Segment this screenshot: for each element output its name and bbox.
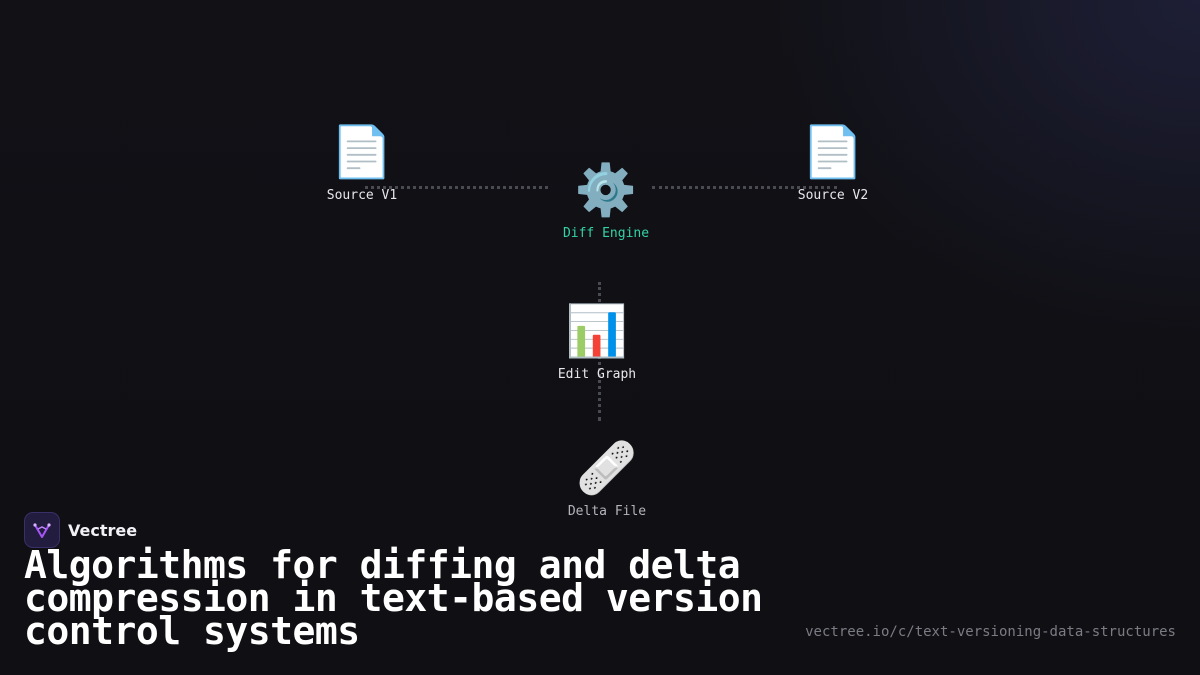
vectree-logo-icon <box>24 512 60 548</box>
node-source-v1: 📄 Source V1 <box>282 124 442 203</box>
edge-edit-graph-to-delta-file <box>598 355 601 421</box>
node-label: Source V2 <box>797 188 869 203</box>
page-title: Algorithms for diffing and delta compres… <box>24 543 763 653</box>
node-label: Source V1 <box>326 188 398 203</box>
document-icon: 📄 <box>801 123 865 181</box>
node-label: Diff Engine <box>562 226 650 241</box>
node-diff-engine: ⚙️ Diff Engine <box>526 162 686 241</box>
bandage-icon: 🩹 <box>575 439 639 497</box>
edge-source-v1-to-diff-engine <box>365 186 548 189</box>
node-label: Delta File <box>567 504 647 519</box>
bar-chart-icon: 📊 <box>565 302 629 360</box>
node-label: Edit Graph <box>557 367 637 382</box>
document-icon: 📄 <box>330 123 394 181</box>
edge-source-v2-to-diff-engine <box>652 186 837 189</box>
node-edit-graph: 📊 Edit Graph <box>517 303 677 382</box>
node-source-v2: 📄 Source V2 <box>753 124 913 203</box>
node-delta-file: 🩹 Delta File <box>527 440 687 519</box>
brand-name: Vectree <box>68 520 138 540</box>
brand: Vectree <box>24 512 137 548</box>
gear-icon: ⚙️ <box>574 161 638 219</box>
edge-diff-engine-to-edit-graph <box>598 282 601 302</box>
page-url: vectree.io/c/text-versioning-data-struct… <box>805 624 1176 640</box>
